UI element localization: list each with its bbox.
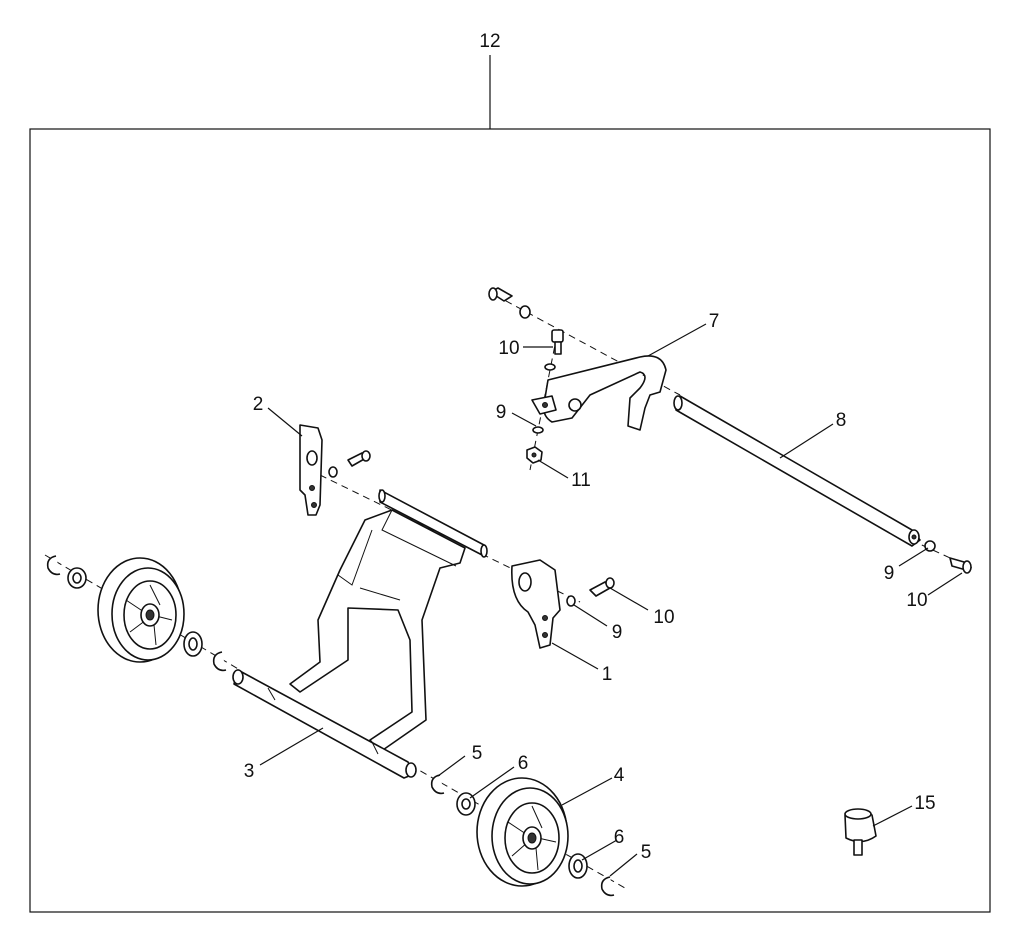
callout-4: 4 xyxy=(614,765,625,786)
callout-10-mid: 10 xyxy=(653,607,674,628)
callout-6-lower: 6 xyxy=(614,827,625,848)
e-clip-left-inner xyxy=(212,651,227,672)
washer-part-9-top xyxy=(532,426,544,434)
frame-part-3 xyxy=(232,489,488,779)
bolt-vertical-part-10 xyxy=(551,329,564,355)
callout-2: 2 xyxy=(253,394,264,415)
callout-5-lower: 5 xyxy=(641,842,652,863)
e-clip-right-inner xyxy=(430,774,445,795)
bolt-rod-end xyxy=(949,557,972,574)
assembly-frame xyxy=(29,128,991,913)
bolt-bracket-2 xyxy=(347,450,371,467)
callout-1: 1 xyxy=(602,664,613,685)
callout-9-right: 9 xyxy=(884,563,895,584)
callout-7: 7 xyxy=(709,311,720,332)
wheel-left xyxy=(97,557,185,663)
rod-part-8 xyxy=(673,395,921,547)
callout-10-right: 10 xyxy=(906,590,927,611)
bolt-bracket-1 xyxy=(589,577,615,597)
callout-15: 15 xyxy=(914,793,935,814)
bolt-top-horizontal xyxy=(488,287,513,302)
callout-9-top: 9 xyxy=(496,402,507,423)
washer-bracket-1 xyxy=(566,595,576,607)
callout-12: 12 xyxy=(479,31,500,52)
knob-part-15 xyxy=(844,808,877,856)
callout-5-upper: 5 xyxy=(472,743,483,764)
wheel-part-4 xyxy=(476,777,569,887)
bracket-part-2 xyxy=(299,424,323,516)
callout-8: 8 xyxy=(836,410,847,431)
callout-6-upper: 6 xyxy=(518,753,529,774)
leader-lines xyxy=(259,323,963,877)
washer-top xyxy=(519,305,531,319)
callout-3: 3 xyxy=(244,761,255,782)
washer-bracket-2 xyxy=(328,466,338,478)
lever-arm-part-7 xyxy=(531,355,667,431)
e-clip-left-outer xyxy=(46,555,61,576)
callout-11: 11 xyxy=(571,470,591,491)
bracket-part-1 xyxy=(511,559,561,649)
e-clip-right-outer xyxy=(600,876,615,897)
callout-10-top: 10 xyxy=(498,338,519,359)
washer-spring xyxy=(544,363,556,371)
callout-9-mid: 9 xyxy=(612,622,623,643)
nut-part-11 xyxy=(526,446,543,464)
